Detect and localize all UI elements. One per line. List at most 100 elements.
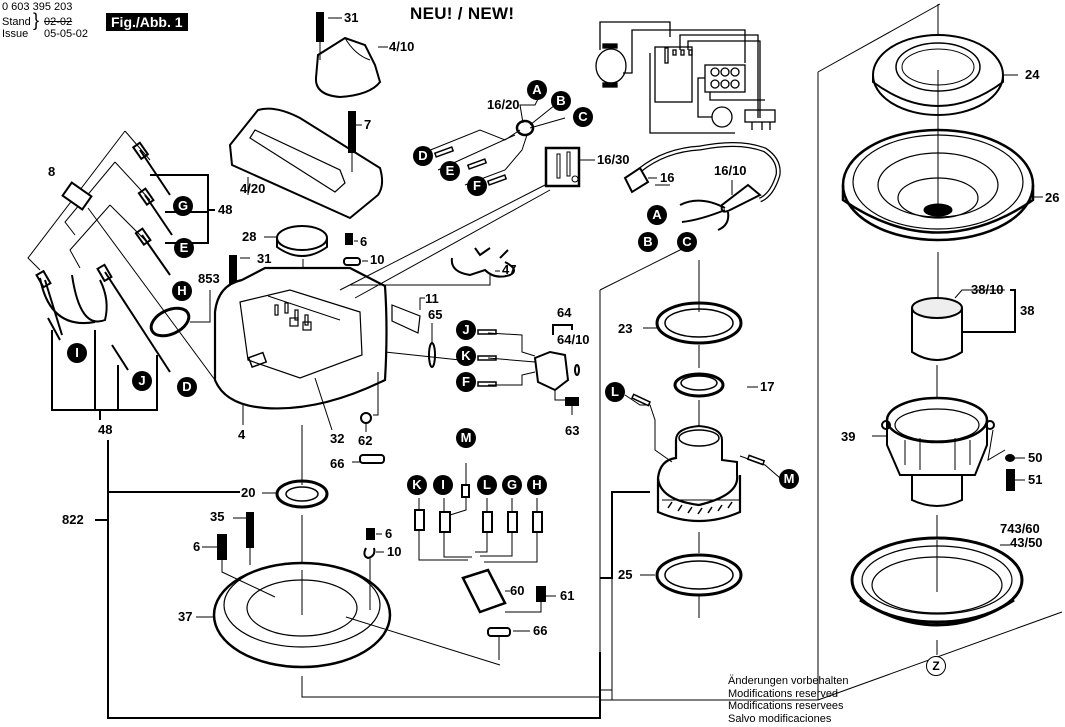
- label-47: 47: [502, 262, 517, 277]
- label-32: 32: [330, 431, 345, 446]
- connector-z: Z: [926, 656, 946, 676]
- part-number: 0 603 395 203: [2, 1, 73, 13]
- connector-d-left: D: [177, 377, 197, 397]
- label-38: 38: [1020, 303, 1035, 318]
- page-title: NEU! / NEW!: [410, 4, 515, 23]
- connector-i-terminal: I: [433, 475, 453, 495]
- part-60-terminal-board: [461, 568, 507, 614]
- connector-d-upper: D: [413, 146, 433, 166]
- label-63: 63: [565, 423, 580, 438]
- label-64-10: 64/10: [557, 332, 590, 347]
- connector-l-terminal: L: [477, 475, 497, 495]
- part-17-ring: [673, 372, 725, 398]
- label-65: 65: [428, 307, 443, 322]
- label-43-50: 43/50: [1010, 535, 1043, 550]
- connector-c-upper: C: [573, 107, 593, 127]
- label-26: 26: [1045, 190, 1060, 205]
- label-17: 17: [760, 379, 775, 394]
- disclaimer-es: Salvo modificaciones: [728, 712, 832, 725]
- connector-k-terminal: K: [407, 475, 427, 495]
- connector-h-left: H: [172, 281, 192, 301]
- connector-j-left: J: [132, 371, 152, 391]
- screw-6-lower-left: [217, 534, 227, 560]
- part-10-clip-lower: [363, 547, 376, 560]
- part-47-cable-holder: [450, 247, 515, 278]
- label-24: 24: [1025, 67, 1040, 82]
- part-8-switch: [61, 181, 93, 211]
- part-11-label-plate: [391, 304, 421, 334]
- label-31-top: 31: [344, 10, 359, 25]
- connector-g-left: G: [173, 196, 193, 216]
- label-6-lower-right: 6: [385, 526, 393, 541]
- label-66-lower: 66: [533, 623, 548, 638]
- connector-j-switch: J: [456, 320, 476, 340]
- label-853: 853: [198, 271, 220, 286]
- screw-51: [1006, 469, 1015, 491]
- label-6-upper: 6: [360, 234, 368, 249]
- connector-k-switch: K: [456, 346, 476, 366]
- issue-label: Issue: [2, 28, 29, 40]
- label-7: 7: [364, 117, 372, 132]
- connector-e-upper: E: [440, 161, 460, 181]
- label-16-20: 16/20: [487, 97, 520, 112]
- connector-h-terminal: H: [527, 475, 547, 495]
- screw-6-lower-right: [366, 528, 375, 540]
- label-16-30: 16/30: [597, 152, 630, 167]
- connector-f-switch: F: [456, 372, 476, 392]
- part-39-filter-basket: [881, 396, 995, 507]
- connector-e-left: E: [174, 238, 194, 258]
- connector-b-upper: B: [551, 91, 571, 111]
- brace-icon: }: [33, 10, 40, 30]
- label-4-20: 4/20: [240, 181, 266, 196]
- connector-i-left: I: [67, 343, 87, 363]
- part-66-clip-upper: [359, 454, 385, 464]
- label-25: 25: [618, 567, 633, 582]
- label-37: 37: [178, 609, 193, 624]
- motor-unit: [656, 424, 742, 523]
- label-10-lower: 10: [387, 544, 402, 559]
- disclaimer-en: Modifications reserved: [728, 687, 839, 700]
- label-35: 35: [210, 509, 225, 524]
- connector-c-cord: C: [677, 232, 697, 252]
- part-50-washer: [1005, 454, 1015, 462]
- part-64-switch-assembly: [477, 324, 580, 415]
- screw-35: [246, 512, 254, 548]
- connector-m-motor: M: [779, 469, 799, 489]
- label-23: 23: [618, 321, 633, 336]
- label-61: 61: [560, 588, 575, 603]
- connector-a-cord: A: [647, 205, 667, 225]
- label-743-60: 743/60: [1000, 521, 1040, 536]
- screw-61: [536, 586, 546, 602]
- part-28-disc: [276, 225, 328, 251]
- label-64: 64: [557, 305, 572, 320]
- figure-label: Fig./Abb. 1: [106, 13, 188, 31]
- label-8: 8: [48, 164, 56, 179]
- label-16: 16: [660, 170, 675, 185]
- wiring-schematic: [595, 21, 776, 134]
- part-66-clip-lower: [487, 627, 511, 637]
- part-65-washer: [428, 342, 436, 368]
- bracket-38: [962, 289, 1016, 333]
- part-25-seal: [655, 553, 743, 597]
- part-38-10-filter-cartridge: [911, 297, 963, 361]
- assembly-frame-822: [95, 440, 650, 719]
- label-16-10: 16/10: [714, 163, 747, 178]
- label-39: 39: [841, 429, 856, 444]
- screw-31-top: [316, 12, 324, 60]
- connector-a-upper: A: [527, 80, 547, 100]
- label-4-10: 4/10: [389, 39, 415, 54]
- part-16-power-cord: [623, 141, 781, 231]
- part-4-motor-housing: [213, 266, 388, 410]
- stand-label: Stand: [2, 16, 31, 28]
- screw-63: [565, 397, 579, 406]
- screw-7: [348, 111, 356, 172]
- wire-terminals-left: [35, 141, 173, 373]
- label-20: 20: [241, 485, 256, 500]
- terminal-group-60: [414, 463, 546, 660]
- label-4: 4: [238, 427, 246, 442]
- part-16-30-wiring-label: [544, 146, 581, 188]
- label-48-lower: 48: [98, 422, 113, 437]
- screw-6-upper: [345, 233, 353, 245]
- label-31-middle: 31: [257, 251, 272, 266]
